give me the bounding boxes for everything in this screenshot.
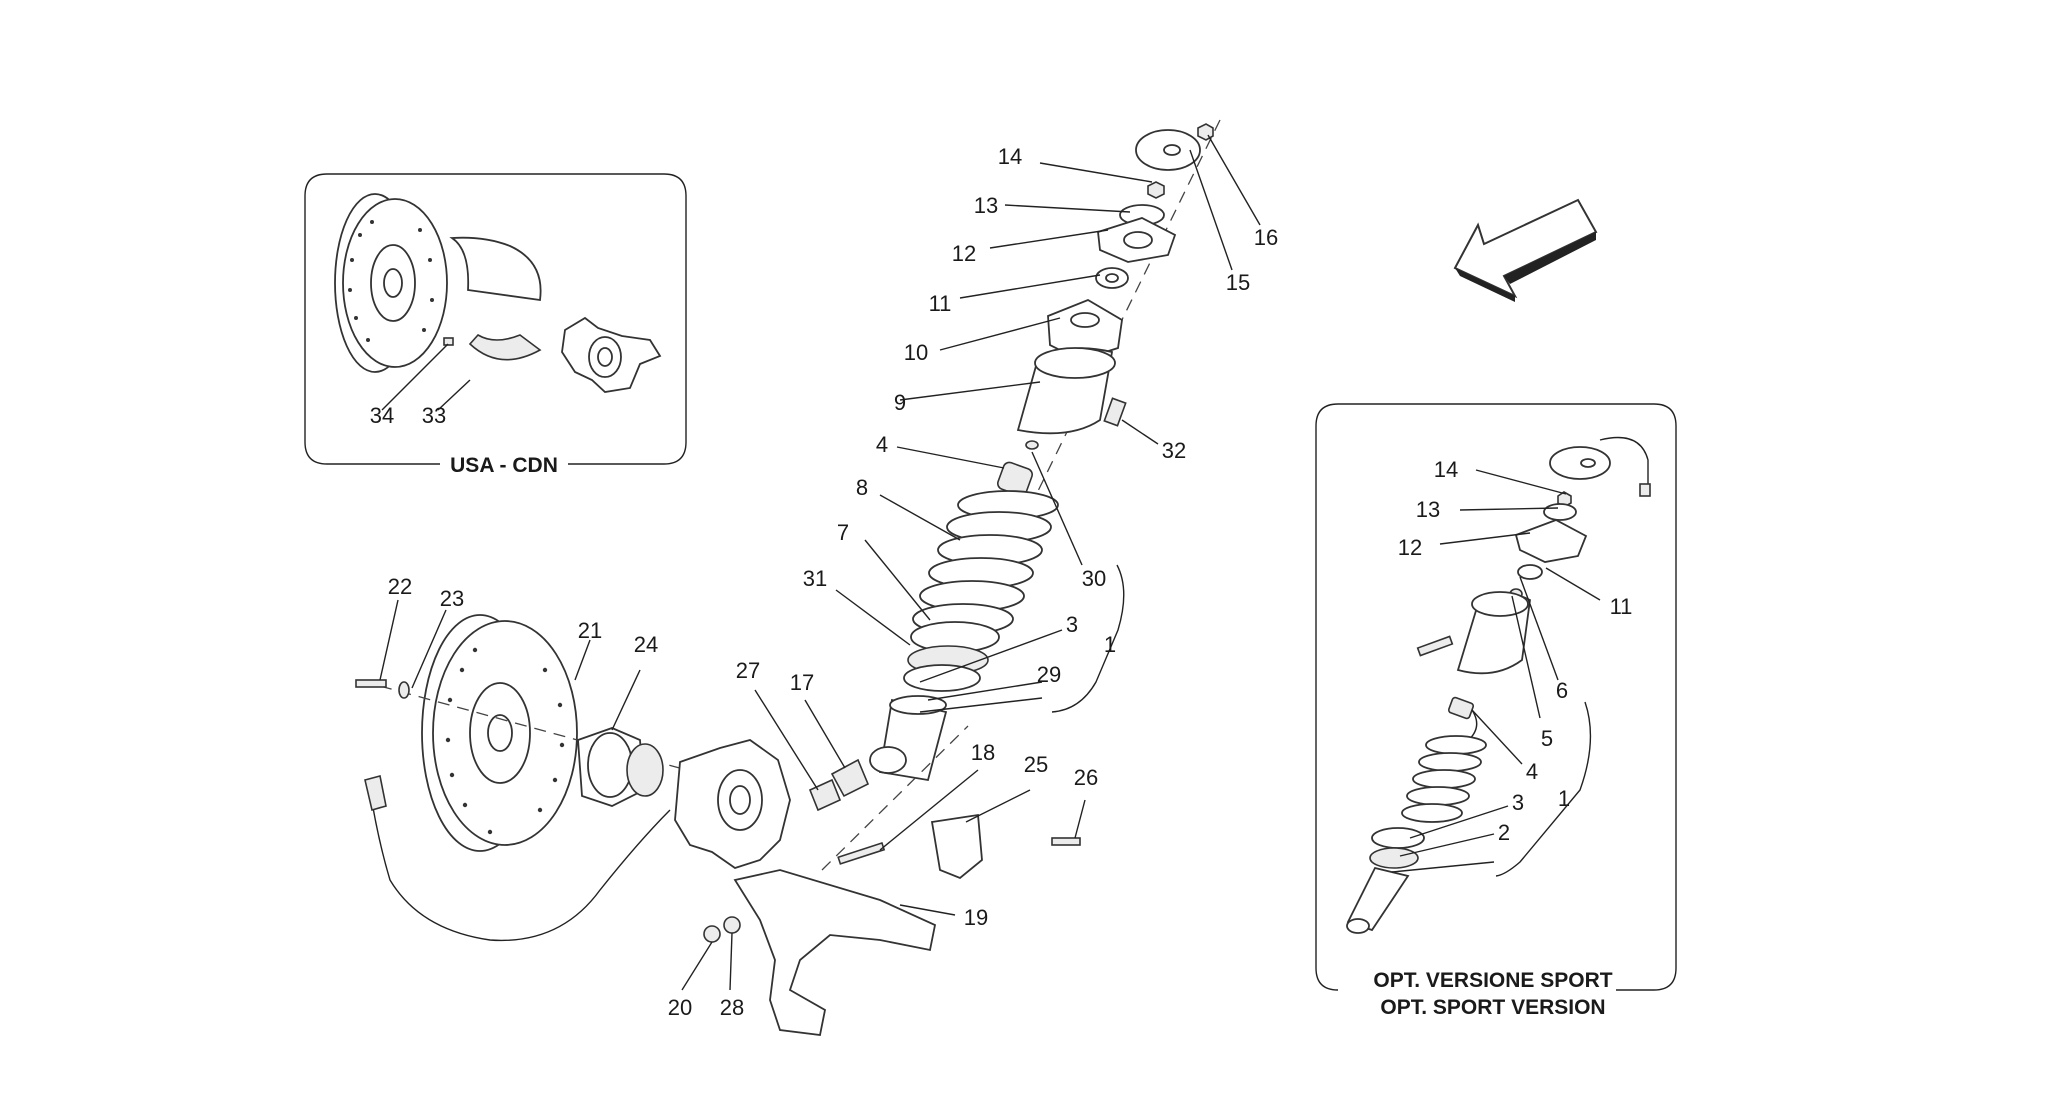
callout-13: 13 bbox=[974, 193, 998, 218]
main-callouts: 14 13 12 11 10 9 32 4 8 7 31 30 3 1 29 1… bbox=[388, 144, 1278, 1020]
usa-cdn-inset: USA - CDN 34 33 bbox=[304, 173, 687, 477]
callout-20: 20 bbox=[668, 995, 692, 1020]
sport-caption-it: OPT. VERSIONE SPORT bbox=[1373, 969, 1612, 992]
sport-callout-5: 5 bbox=[1541, 726, 1553, 751]
callout-17: 17 bbox=[790, 670, 814, 695]
callout-34: 34 bbox=[370, 403, 394, 428]
callout-31: 31 bbox=[803, 566, 827, 591]
main-strut-assembly bbox=[808, 119, 1221, 812]
callout-1: 1 bbox=[1104, 632, 1116, 657]
disc-bolt-22 bbox=[355, 679, 387, 688]
callout-11: 11 bbox=[929, 291, 952, 316]
callout-16: 16 bbox=[1254, 225, 1278, 250]
callout-21: 21 bbox=[578, 618, 602, 643]
washer-23 bbox=[398, 681, 410, 699]
top-cap-10 bbox=[1047, 299, 1123, 361]
sport-callout-14: 14 bbox=[1434, 457, 1458, 482]
bolt-26 bbox=[1051, 837, 1081, 846]
nut-20 bbox=[703, 925, 721, 943]
bushing-17 bbox=[830, 758, 870, 798]
sport-callout-3: 3 bbox=[1512, 790, 1524, 815]
callout-29: 29 bbox=[1037, 662, 1061, 687]
bolt-18 bbox=[837, 842, 886, 865]
callout-32: 32 bbox=[1162, 438, 1186, 463]
callout-33: 33 bbox=[422, 403, 446, 428]
bolt-32 bbox=[1103, 397, 1127, 427]
abs-connector bbox=[364, 775, 387, 812]
callout-7: 7 bbox=[837, 520, 849, 545]
callout-28: 28 bbox=[720, 995, 744, 1020]
nut-14 bbox=[1147, 181, 1165, 199]
bushing-27 bbox=[808, 778, 842, 812]
usa-steering-knuckle bbox=[561, 316, 662, 393]
callout-18: 18 bbox=[971, 740, 995, 765]
sport-callout-11: 11 bbox=[1610, 594, 1633, 619]
callout-4: 4 bbox=[876, 432, 888, 457]
callout-15: 15 bbox=[1226, 270, 1250, 295]
callout-22: 22 bbox=[388, 574, 412, 599]
rear-brake-disc-21 bbox=[421, 614, 578, 852]
nut-16 bbox=[1197, 123, 1214, 141]
callout-14: 14 bbox=[998, 144, 1022, 169]
callout-26: 26 bbox=[1074, 765, 1098, 790]
sport-callout-4: 4 bbox=[1526, 759, 1538, 784]
washer-28 bbox=[723, 916, 741, 934]
sport-version-inset: OPT. VERSIONE SPORT OPT. SPORT VERSION bbox=[1315, 403, 1677, 1019]
sport-coil-spring bbox=[1401, 735, 1487, 823]
rear-knuckle bbox=[674, 739, 791, 869]
sport-callout-13: 13 bbox=[1416, 497, 1440, 522]
usa-cdn-caption: USA - CDN bbox=[450, 454, 558, 477]
callout-23: 23 bbox=[440, 586, 464, 611]
sport-callout-1: 1 bbox=[1558, 786, 1570, 811]
callout-24: 24 bbox=[634, 632, 658, 657]
usa-brake-disc bbox=[334, 193, 448, 373]
callout-12: 12 bbox=[952, 241, 976, 266]
sport-callout-6: 6 bbox=[1556, 678, 1568, 703]
callout-3: 3 bbox=[1066, 612, 1078, 637]
callout-25: 25 bbox=[1024, 752, 1048, 777]
sport-callout-12: 12 bbox=[1398, 535, 1422, 560]
lower-arm-19 bbox=[733, 869, 937, 1036]
usa-dust-shield bbox=[449, 236, 542, 361]
abs-sensor-cable bbox=[369, 789, 671, 942]
wheel-hub-24 bbox=[577, 727, 664, 807]
callout-10: 10 bbox=[904, 340, 928, 365]
coil-spring-8 bbox=[912, 490, 1059, 635]
callout-19: 19 bbox=[964, 905, 988, 930]
sport-callout-2: 2 bbox=[1498, 820, 1510, 845]
bracket-25 bbox=[930, 813, 983, 880]
direction-arrow-icon bbox=[1453, 198, 1598, 302]
main-leaders bbox=[379, 134, 1261, 991]
sport-caption-en: OPT. SPORT VERSION bbox=[1380, 996, 1605, 1019]
callout-8: 8 bbox=[856, 475, 868, 500]
callout-9: 9 bbox=[894, 390, 906, 415]
callout-27: 27 bbox=[736, 658, 760, 683]
usa-bolt bbox=[443, 337, 454, 346]
callout-30: 30 bbox=[1082, 566, 1106, 591]
